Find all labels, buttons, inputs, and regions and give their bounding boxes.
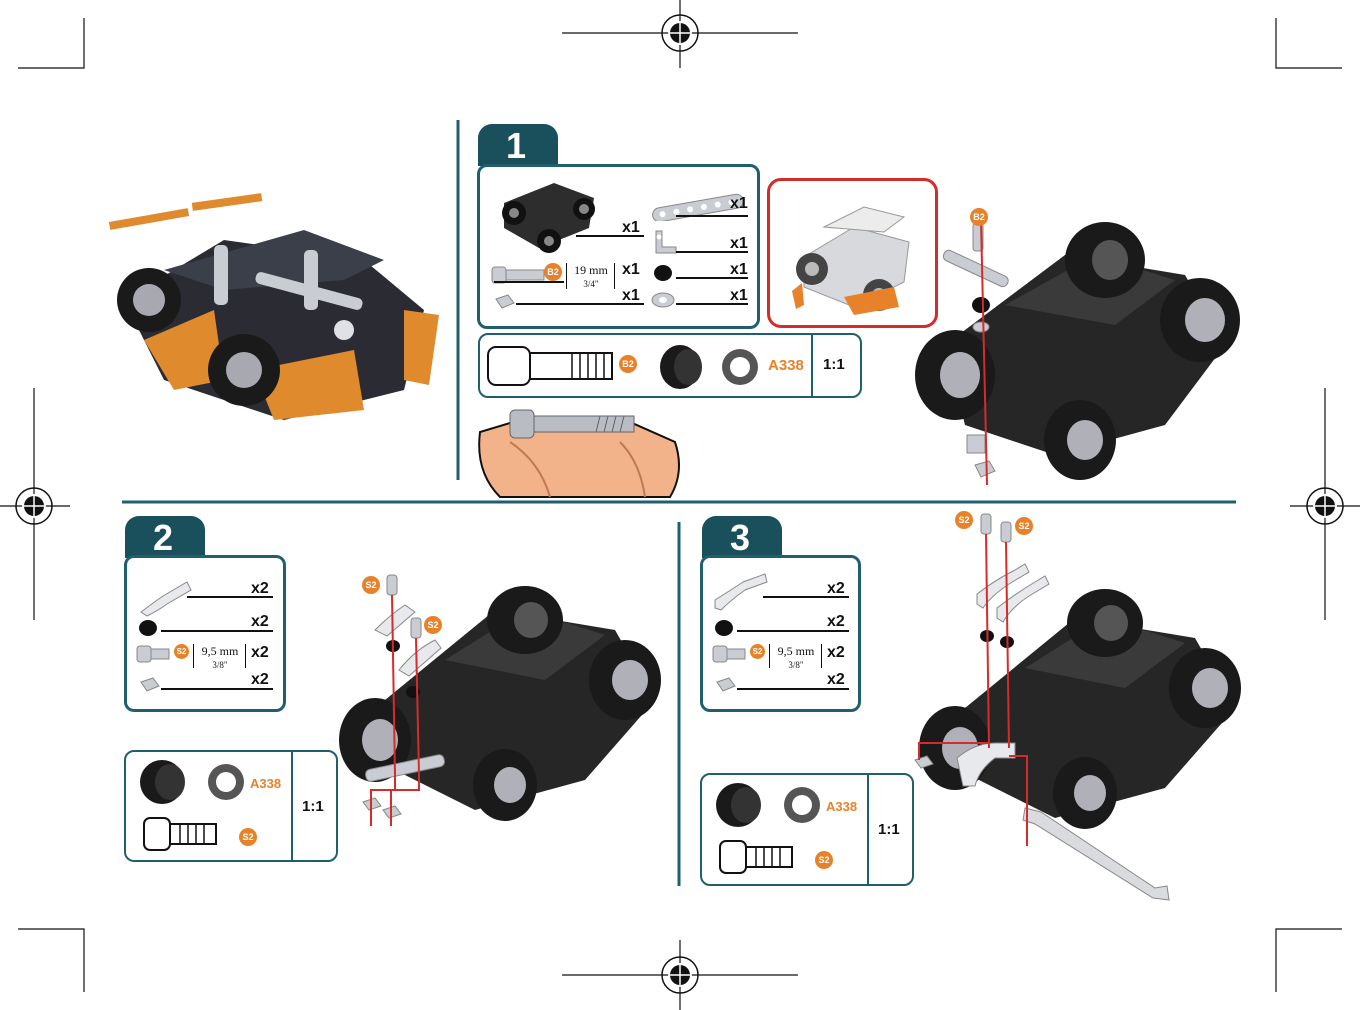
- spacer-icon: [137, 618, 159, 638]
- washer-qty: x1: [730, 287, 748, 305]
- dim-bar: [769, 644, 770, 668]
- short-bolt-icon: [711, 644, 749, 664]
- step-3-qty-4: x2: [827, 671, 845, 689]
- qty-line: [494, 281, 564, 283]
- step-2-qty-1: x2: [251, 580, 269, 598]
- step-2-spacer-code: A338: [250, 776, 281, 791]
- square-nut-icon: [137, 676, 161, 694]
- step-2-legend-bolt-badge: S2: [239, 828, 257, 846]
- washer-icon: [650, 291, 676, 309]
- step-3-assembly-diagram: [905, 508, 1250, 908]
- step-2-bolt-badge: S2: [174, 644, 189, 659]
- nut-qty: x1: [622, 287, 640, 305]
- bolt-s2-actual-size-icon: [718, 839, 796, 875]
- spacer-code-label: A338: [768, 357, 804, 374]
- step-3-s2-badge-b: S2: [1015, 517, 1033, 535]
- legend-divider: [291, 752, 293, 860]
- step-3-bolt-length-in: 3/8": [771, 660, 821, 670]
- step-1-b2-badge: B2: [970, 208, 988, 226]
- step-2-qty-3: x2: [251, 644, 269, 662]
- step-3-legend-bolt-badge: S2: [815, 851, 833, 869]
- step-2-bolt-length-in: 3/8": [195, 660, 245, 670]
- scale-label: 1:1: [823, 356, 845, 373]
- step-3-tab: 3: [702, 516, 782, 558]
- square-nut-icon: [713, 676, 737, 694]
- step-3-s2-badge-a: S2: [955, 511, 973, 529]
- spacer-washer-actual-size-icon: [138, 758, 248, 806]
- step-2-number: 2: [153, 517, 173, 558]
- step-1-legend-box: B2 A338 1:1: [478, 333, 862, 398]
- step-3-legend-box: A338 S2 1:1: [700, 773, 914, 886]
- step-2-scale-label: 1:1: [302, 798, 324, 815]
- bolt-qty: x1: [622, 261, 640, 279]
- bolt-b2-actual-size-icon: [486, 343, 616, 389]
- bolt-code-badge: B2: [544, 263, 562, 281]
- spacer-icon: [713, 618, 735, 638]
- step-3-bolt-length-mm: 9,5 mm: [771, 644, 821, 659]
- curved-strip-icon: [711, 572, 771, 614]
- step-2-qty-2: x2: [251, 613, 269, 631]
- step-3-qty-2: x2: [827, 613, 845, 631]
- step-3-spacer-code: A338: [826, 799, 857, 814]
- bracket-qty: x1: [730, 235, 748, 253]
- step-3-qty-1: x2: [827, 580, 845, 598]
- dim-bar: [614, 263, 615, 289]
- bolt-length-mm: 19 mm: [568, 263, 614, 278]
- spacer-washer-actual-size-icon: [714, 781, 824, 829]
- step-2-bolt-length-mm: 9,5 mm: [195, 644, 245, 659]
- legend-divider: [811, 335, 813, 396]
- dim-bar: [821, 644, 822, 668]
- square-nut-icon: [492, 293, 516, 311]
- step-3-scale-label: 1:1: [878, 821, 900, 838]
- step-1-tab: 1: [478, 124, 558, 166]
- step-3-qty-3: x2: [827, 644, 845, 662]
- step-2-qty-4: x2: [251, 671, 269, 689]
- step-2-legend-box: A338 S2 1:1: [124, 750, 338, 862]
- strip-qty: x1: [730, 195, 748, 213]
- step-3-parts-box: x2 x2 S2 9,5 mm 3/8" x2 x2: [700, 555, 861, 712]
- finished-car-illustration: [104, 190, 444, 440]
- step-3-bolt-badge: S2: [750, 644, 765, 659]
- curved-strip-icon: [137, 578, 195, 618]
- step-2-s2-badge-b: S2: [424, 616, 442, 634]
- bolt-length-in: 3/4": [568, 279, 614, 289]
- angle-bracket-icon: [650, 227, 680, 257]
- qty-line: [676, 215, 748, 217]
- step-2-tab: 2: [125, 516, 205, 558]
- step-2-assembly-diagram: [335, 570, 670, 830]
- bolt-s2-actual-size-icon: [142, 816, 220, 852]
- step-1-parts-box: x1 x1 x1 x1 x1 B2 19 mm 3/4" x1: [477, 164, 760, 329]
- legend-bolt-badge: B2: [619, 355, 637, 373]
- dim-bar: [566, 263, 567, 289]
- dim-bar: [245, 644, 246, 668]
- short-bolt-icon: [135, 644, 173, 664]
- chassis-qty: x1: [622, 219, 640, 237]
- dim-bar: [193, 644, 194, 668]
- step-2-parts-box: x2 x2 S2 9,5 mm 3/8" x2 x2: [124, 555, 286, 712]
- chassis-part-icon: [494, 173, 604, 255]
- step-3-number: 3: [730, 517, 750, 558]
- spacer-qty: x1: [730, 261, 748, 279]
- legend-divider: [867, 775, 869, 884]
- step-1-number: 1: [506, 125, 526, 166]
- step-2-s2-badge-a: S2: [362, 576, 380, 594]
- bolt-icon: [490, 261, 548, 287]
- step-1-assembly-diagram: [905, 195, 1250, 495]
- spacer-washer-actual-size-icon: [658, 343, 768, 391]
- spacer-icon: [652, 263, 674, 283]
- hand-holding-bolt-illustration: [470, 402, 680, 502]
- step-1-preview-car: [784, 187, 924, 321]
